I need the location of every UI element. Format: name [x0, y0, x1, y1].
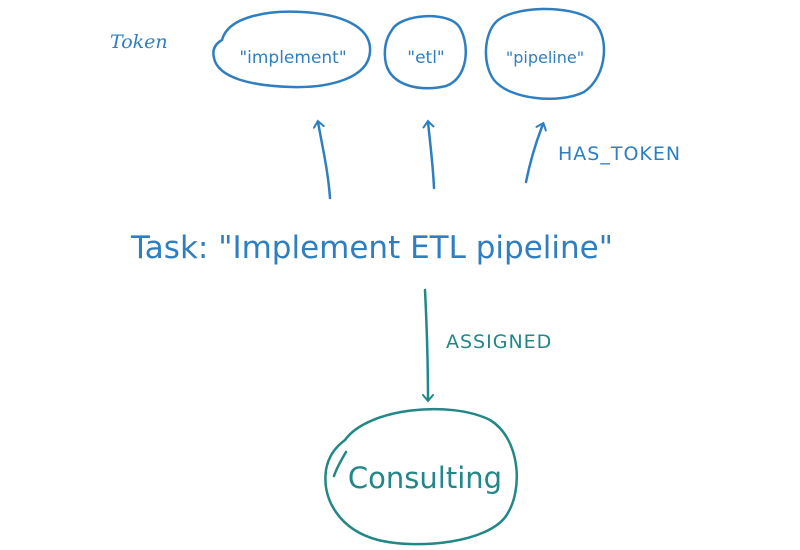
token-node-implement: "implement"	[212, 10, 372, 89]
has-token-label: HAS_TOKEN	[558, 143, 681, 165]
team-oval-overlap-stroke	[332, 450, 348, 478]
team-oval-consulting	[324, 407, 518, 546]
token-node-pipeline: "pipeline"	[484, 7, 606, 100]
token-label-pipeline: "pipeline"	[506, 48, 584, 67]
token-oval-implement	[212, 10, 372, 89]
team-node-consulting: Consulting	[324, 407, 518, 546]
has-token-arrow-implement	[312, 119, 332, 200]
token-node-etl: "etl"	[383, 15, 467, 90]
token-label-etl: "etl"	[407, 48, 445, 68]
assigned-arrow	[421, 288, 434, 403]
has-token-arrow-pipeline	[524, 121, 547, 184]
token-oval-pipeline	[484, 7, 606, 100]
task-label: Task: "Implement ETL pipeline"	[130, 230, 613, 266]
token-group-label: Token	[110, 31, 168, 53]
has-token-arrow-etl	[422, 119, 436, 190]
assigned-label: ASSIGNED	[446, 331, 552, 353]
team-label-consulting: Consulting	[348, 461, 502, 495]
token-label-implement: "implement"	[239, 48, 346, 68]
token-oval-etl	[383, 15, 467, 90]
